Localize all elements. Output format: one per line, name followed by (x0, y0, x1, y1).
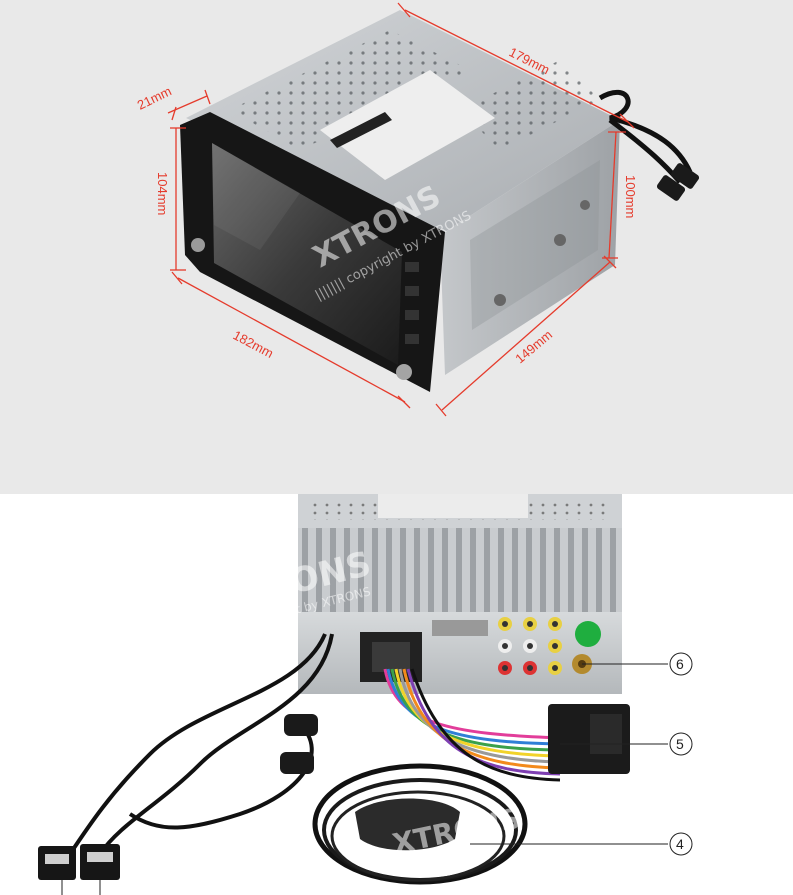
callout-5: 5 (669, 732, 693, 756)
svg-text:6: 6 (676, 656, 684, 672)
gps-antenna (312, 763, 528, 885)
right-knob (396, 364, 412, 380)
svg-text:5: 5 (676, 736, 684, 752)
green-sticker (575, 621, 601, 647)
dim-body-height-label: 100mm (623, 175, 638, 218)
usb-plug-icon (670, 163, 700, 189)
heatsink (298, 528, 622, 612)
usb-ferrite-2 (280, 752, 314, 774)
callout-6: 6 (669, 652, 693, 676)
rear-view-photo: XTRONS ||||||| copyright by XTRONS XTRON… (0, 494, 793, 895)
usb-cable (598, 89, 693, 174)
callout-4: 4 (669, 832, 693, 856)
svg-text:4: 4 (676, 836, 684, 852)
left-knob (191, 238, 205, 252)
usb-cables (68, 633, 334, 856)
chassis-side (440, 120, 620, 375)
dim-depth-bottom-label: 149mm (512, 327, 555, 366)
spec-label-sticker (320, 70, 495, 180)
usb-ferrite-1 (284, 714, 318, 736)
dim-front-height-label: 104mm (155, 172, 170, 215)
dim-faceplate-depth-label: 21mm (135, 83, 174, 112)
dimension-photo: XTRONS ||||||| copyright by XTRONS 179mm… (0, 0, 793, 494)
dim-front-width-label: 182mm (231, 327, 276, 361)
rca-jacks (498, 617, 562, 675)
rear-illustration: XTRONS ||||||| copyright by XTRONS XTRON… (38, 494, 693, 895)
screen (212, 143, 402, 365)
dimension-illustration: XTRONS ||||||| copyright by XTRONS 179mm… (135, 2, 700, 417)
wiring-harness (383, 668, 561, 782)
dimension-lines (167, 2, 635, 417)
callout-lines (61, 663, 668, 895)
